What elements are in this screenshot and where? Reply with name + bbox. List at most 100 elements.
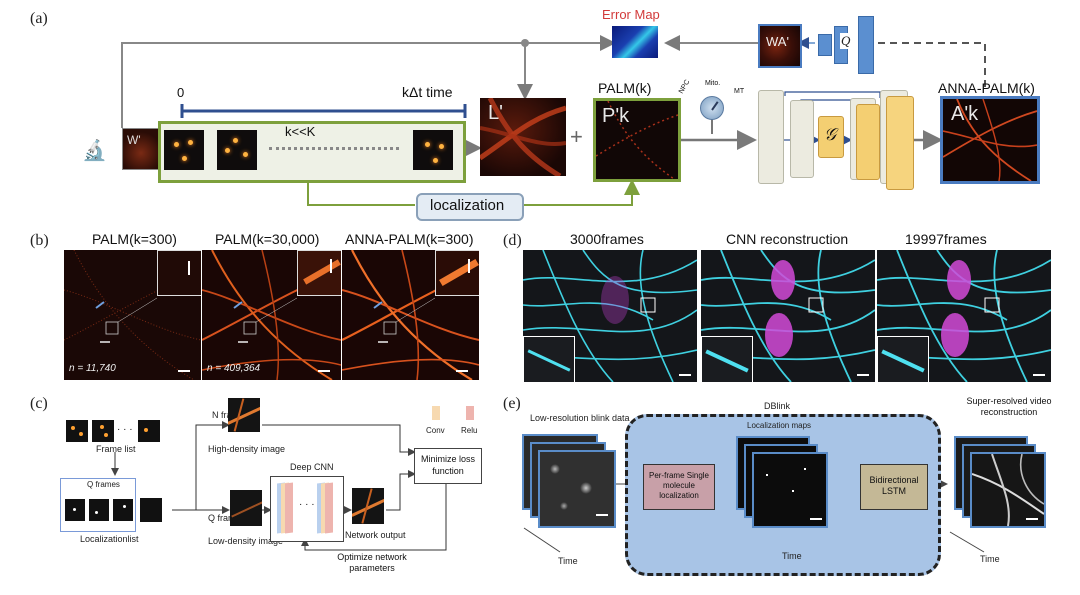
c-frame-3	[138, 420, 160, 442]
dial-label-mt: MT	[734, 88, 745, 95]
c-frame-2	[92, 420, 114, 442]
c-deep-cnn-label: Deep CNN	[290, 462, 334, 472]
c-legend-conv-swatch	[432, 406, 440, 420]
b-inset-1	[157, 250, 201, 296]
p-prime-k-label: P'k	[602, 105, 630, 127]
e-low-res-frame-front	[538, 450, 616, 528]
frame-2	[217, 130, 257, 170]
c-legend-relu-swatch	[466, 406, 474, 420]
l-prime-label: L'	[488, 102, 503, 124]
d-image-19997frames	[877, 250, 1051, 382]
net-dec-1	[856, 104, 880, 180]
c-frame-ellipsis: · · ·	[117, 424, 133, 435]
c-loss-box: Minimize loss function	[414, 448, 482, 484]
d-scalebar-2	[857, 374, 869, 376]
g-symbol: 𝒢	[824, 125, 837, 144]
e-time-3: Time	[980, 554, 1000, 564]
q-symbol: Q	[840, 33, 852, 49]
c-network-output-image	[352, 488, 384, 524]
b-title-3: ANNA-PALM(k=300)	[345, 231, 474, 247]
b-title-2: PALM(k=30,000)	[215, 231, 320, 247]
b-image-palm-30000: n = 409,364	[202, 250, 341, 380]
w-prime-label: W'	[127, 133, 141, 147]
net-enc-2	[790, 100, 814, 178]
c-legend-conv: Conv	[426, 426, 445, 435]
b-image-anna-palm-300	[342, 250, 479, 380]
anna-palm-k-title: ANNA-PALM(k)	[938, 80, 1035, 96]
microscope-icon: 🔬	[82, 140, 107, 162]
b-count-1: n = 11,740	[69, 363, 116, 374]
plus-sign: +	[570, 124, 583, 149]
l-prime-image: L'	[480, 98, 566, 176]
a-prime-k-label: A'k	[951, 103, 979, 125]
c-localization-list-box: Q frames	[60, 478, 136, 532]
e-lstm-label: Bidirectional LSTM	[869, 475, 919, 496]
e-loc-map-front	[752, 452, 828, 528]
e-loc-maps-label: Localization maps	[747, 421, 812, 430]
d-scalebar-1	[679, 374, 691, 376]
b-count-2: n = 409,364	[207, 363, 261, 374]
d-inset-2	[701, 336, 753, 382]
c-loss-label: Minimize loss function	[420, 454, 475, 476]
e-sr-filaments	[972, 454, 1044, 526]
panel-b-label: (b)	[30, 232, 49, 249]
e-time-2: Time	[782, 551, 802, 561]
k-less-label: k<<K	[285, 124, 316, 139]
a-prime-k-filaments	[943, 99, 1037, 181]
c-high-density-label: High-density image	[208, 444, 286, 454]
b-inset-2	[297, 250, 341, 296]
frames-box: k<<K	[158, 121, 466, 183]
net-bottleneck: 𝒢	[818, 116, 844, 158]
e-lstm-box: Bidirectional LSTM	[860, 464, 928, 510]
b-title-1: PALM(k=300)	[92, 231, 177, 247]
d-image-19997frames-filaments	[877, 250, 1051, 382]
p-prime-k-image: P'k	[593, 98, 681, 182]
localization-box: localization	[416, 193, 524, 221]
e-sr-frame-front	[970, 452, 1046, 528]
error-map-title: Error Map	[602, 7, 660, 22]
d-scalebar-3	[1033, 374, 1045, 376]
d-title-1: 3000frames	[570, 231, 644, 247]
dial-label-mito: Mito.	[705, 80, 721, 87]
q-layer-1	[818, 34, 832, 56]
time-start: 0	[177, 85, 185, 100]
palm-k-title: PALM(k)	[598, 80, 652, 96]
d-image-cnn-filaments	[701, 250, 875, 382]
c-frame-list-label: Frame list	[96, 444, 136, 454]
c-legend-relu: Relu	[461, 426, 478, 435]
b-scalebar-1	[178, 370, 190, 372]
d-title-3: 19997frames	[905, 231, 987, 247]
c-low-density-label: Low-density image	[208, 536, 284, 546]
c-localization-list-label: Localizationlist	[80, 534, 139, 544]
e-per-frame-label: Per-frame Single molecule localization	[648, 471, 710, 500]
d-image-3000frames-filaments	[523, 250, 697, 382]
time-end: kΔt time	[402, 84, 453, 100]
d-inset-3	[877, 336, 929, 382]
e-super-resolved-label: Super-resolved video reconstruction	[966, 396, 1052, 417]
wa-prime-image: WA'	[758, 24, 802, 68]
c-q-frames-small: Q frames	[87, 480, 120, 489]
c-optimize-label: Optimize network parameters	[337, 552, 407, 573]
w-prime-image: W'	[122, 128, 160, 170]
d-image-cnn-reconstruction	[701, 250, 875, 382]
c-low-density-image	[230, 490, 262, 526]
c-q-frames: Q frames	[208, 513, 246, 523]
wa-prime-label: WA'	[766, 34, 789, 49]
e-dblink-label: DBlink	[764, 401, 791, 411]
l-prime-filaments	[480, 98, 566, 176]
e-low-res-label: Low-resolution blink data	[530, 413, 630, 423]
c-network-output-label: Network output	[345, 530, 406, 540]
c-loc-frame-extra	[140, 498, 162, 522]
b-scalebar-2	[318, 370, 330, 372]
d-inset-1	[523, 336, 575, 382]
q-layer-3	[858, 16, 874, 74]
a-prime-k-image: A'k	[940, 96, 1040, 184]
panel-c-label: (c)	[30, 395, 48, 412]
net-enc-1	[758, 90, 784, 184]
b-inset-3	[435, 250, 479, 296]
c-deep-cnn-box: · · ·	[270, 476, 344, 542]
localization-label: localization	[430, 197, 505, 214]
panel-d-label: (d)	[503, 232, 522, 249]
